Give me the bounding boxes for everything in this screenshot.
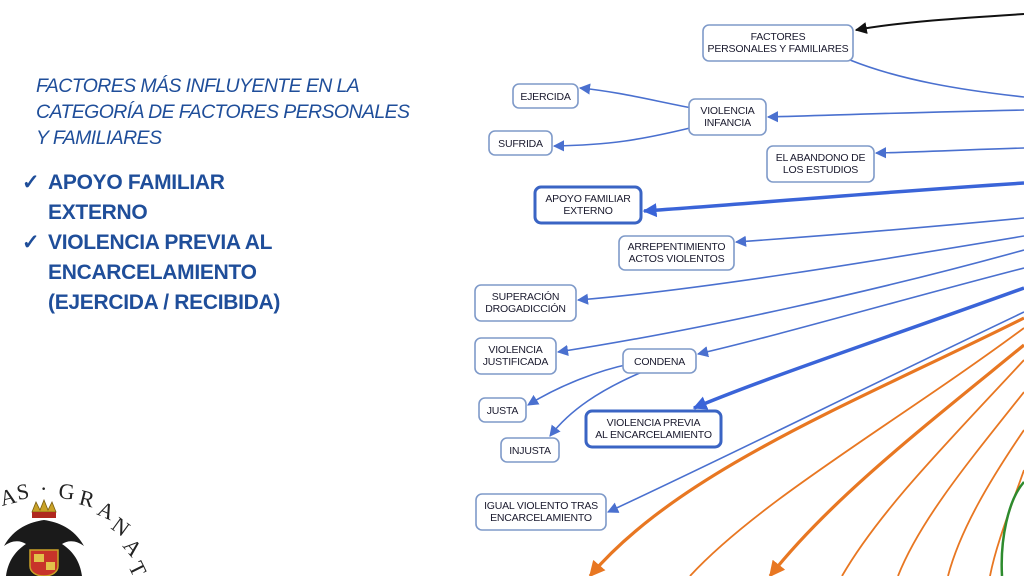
edge-to-justa	[527, 363, 631, 406]
node-sufrida: SUFRIDA	[488, 130, 553, 156]
bullet-list: ✓ APOYO FAMILIAR EXTERNO ✓ VIOLENCIA PRE…	[22, 168, 328, 318]
node-condena: CONDENA	[622, 348, 697, 374]
svg-text:ACTOS VIOLENTOS: ACTOS VIOLENTOS	[629, 253, 725, 265]
bullet-apoyo-familiar: ✓ APOYO FAMILIAR EXTERNO	[22, 168, 328, 228]
university-seal-logo: A S · G R A N A T	[0, 476, 153, 576]
node-abandono-estudios: EL ABANDONO DE LOS ESTUDIOS	[766, 145, 875, 183]
edge-to-igual-violento	[606, 311, 1024, 513]
svg-text:VIOLENCIA: VIOLENCIA	[700, 105, 754, 117]
edge-to-superacion	[576, 235, 1024, 305]
edge-to-sufrida	[552, 127, 691, 152]
edge-green	[1000, 481, 1024, 576]
node-violencia-previa: VIOLENCIA PREVIA AL ENCARCELAMIENTO	[584, 409, 723, 449]
edge-to-condena	[696, 267, 1024, 358]
edge-from-factores	[849, 59, 1024, 98]
edge-to-arrepentimiento	[734, 217, 1024, 247]
heading-line-2: CATEGORÍA DE FACTORES PERSONALES	[36, 101, 410, 123]
edge-orange-7	[989, 469, 1024, 576]
svg-text:INJUSTA: INJUSTA	[509, 445, 551, 457]
edge-to-violencia-previa	[692, 286, 1024, 410]
svg-text:S: S	[15, 478, 33, 505]
nodes: FACTORES PERSONALES Y FAMILIARES EJERCID…	[474, 24, 875, 531]
heading-line-1: FACTORES MÁS INFLUYENTE EN LA	[36, 75, 360, 97]
bullet-line: VIOLENCIA PREVIA AL	[48, 231, 273, 254]
bullet-line: APOYO FAMILIAR	[48, 171, 225, 194]
edge-to-injusta	[549, 371, 643, 437]
svg-text:JUSTIFICADA: JUSTIFICADA	[483, 356, 549, 368]
heading-line-3: Y FAMILIARES	[36, 127, 162, 149]
node-violencia-justificada: VIOLENCIA JUSTIFICADA	[474, 337, 557, 375]
check-icon: ✓	[22, 171, 40, 194]
bullet-violencia-previa: ✓ VIOLENCIA PREVIA AL ENCARCELAMIENTO (E…	[22, 228, 328, 318]
edge-orange-3	[768, 343, 1024, 576]
svg-text:FACTORES: FACTORES	[751, 31, 806, 43]
svg-text:VIOLENCIA PREVIA: VIOLENCIA PREVIA	[607, 417, 701, 429]
svg-text:SUPERACIÓN: SUPERACIÓN	[492, 290, 559, 303]
node-violencia-infancia: VIOLENCIA INFANCIA	[688, 98, 767, 136]
edge-to-factores	[854, 13, 1024, 34]
svg-text:LOS ESTUDIOS: LOS ESTUDIOS	[783, 164, 858, 176]
svg-text:CONDENA: CONDENA	[634, 356, 685, 368]
svg-text:EXTERNO: EXTERNO	[563, 205, 612, 217]
bullet-line: ENCARCELAMIENTO	[48, 261, 257, 284]
svg-text:VIOLENCIA: VIOLENCIA	[488, 344, 542, 356]
edge-orange-5	[897, 391, 1024, 576]
svg-text:IGUAL VIOLENTO TRAS: IGUAL VIOLENTO TRAS	[484, 500, 598, 512]
node-ejercida: EJERCIDA	[512, 83, 579, 109]
node-injusta: INJUSTA	[500, 437, 560, 463]
svg-text:ARREPENTIMIENTO: ARREPENTIMIENTO	[628, 241, 726, 253]
node-factores-personales: FACTORES PERSONALES Y FAMILIARES	[702, 24, 854, 62]
node-igual-violento: IGUAL VIOLENTO TRAS ENCARCELAMIENTO	[475, 493, 607, 531]
svg-text:ENCARCELAMIENTO: ENCARCELAMIENTO	[490, 512, 592, 524]
edge-to-apoyo	[642, 181, 1024, 218]
edge-orange-2	[689, 327, 1024, 576]
svg-text:PERSONALES Y FAMILIARES: PERSONALES Y FAMILIARES	[708, 43, 849, 55]
edges	[527, 13, 1024, 576]
bullet-line: (EJERCIDA / RECIBIDA)	[48, 291, 281, 314]
edge-orange-6	[947, 429, 1024, 576]
edge-to-violencia-infancia	[766, 109, 1024, 123]
bullet-line: EXTERNO	[48, 201, 148, 224]
svg-text:DROGADICCIÓN: DROGADICCIÓN	[485, 302, 565, 315]
node-arrepentimiento: ARREPENTIMIENTO ACTOS VIOLENTOS	[618, 235, 735, 271]
svg-text:APOYO FAMILIAR: APOYO FAMILIAR	[545, 193, 631, 205]
edge-to-violencia-justificada	[556, 249, 1024, 356]
edge-orange-4	[841, 359, 1024, 576]
svg-text:SUFRIDA: SUFRIDA	[498, 138, 543, 150]
svg-text:A: A	[0, 482, 21, 511]
svg-text:G: G	[57, 478, 77, 505]
svg-text:JUSTA: JUSTA	[487, 405, 519, 417]
edge-to-abandono	[874, 147, 1024, 159]
edge-to-ejercida	[578, 83, 693, 109]
svg-text:EJERCIDA: EJERCIDA	[520, 91, 571, 103]
check-icon: ✓	[22, 231, 40, 254]
svg-text:EL ABANDONO DE: EL ABANDONO DE	[776, 152, 866, 164]
edge-orange-1	[588, 316, 1024, 576]
svg-text:AL ENCARCELAMIENTO: AL ENCARCELAMIENTO	[595, 429, 712, 441]
svg-text:·: ·	[40, 476, 49, 501]
node-superacion: SUPERACIÓN DROGADICCIÓN	[474, 284, 577, 322]
svg-text:R: R	[77, 485, 99, 513]
svg-text:INFANCIA: INFANCIA	[704, 117, 751, 129]
node-apoyo-familiar: APOYO FAMILIAR EXTERNO	[533, 185, 643, 225]
slide-heading: FACTORES MÁS INFLUYENTE EN LA CATEGORÍA …	[36, 73, 416, 151]
node-justa: JUSTA	[478, 397, 527, 423]
